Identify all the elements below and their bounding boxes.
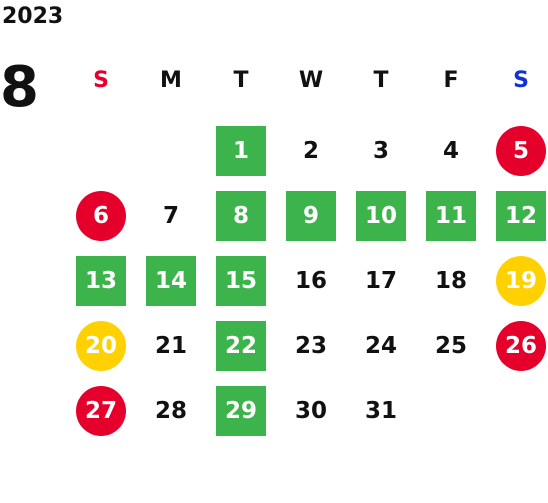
day-cell-26[interactable]: 26 xyxy=(496,321,546,371)
weekday-header-sat: S xyxy=(513,68,529,93)
day-cell-6[interactable]: 6 xyxy=(76,191,126,241)
weekday-header-mon: M xyxy=(160,68,182,93)
weekday-header-thu: T xyxy=(373,68,389,93)
month-number: 8 xyxy=(0,55,39,120)
day-cell-11[interactable]: 11 xyxy=(426,191,476,241)
day-cell-24[interactable]: 24 xyxy=(364,333,397,359)
day-cell-8[interactable]: 8 xyxy=(216,191,266,241)
day-cell-3[interactable]: 3 xyxy=(372,138,389,164)
day-cell-23[interactable]: 23 xyxy=(294,333,327,359)
day-cell-19[interactable]: 19 xyxy=(496,256,546,306)
weekday-header-wed: W xyxy=(298,68,324,93)
weekday-header-fri: F xyxy=(443,68,459,93)
day-cell-2[interactable]: 2 xyxy=(302,138,319,164)
day-cell-15[interactable]: 15 xyxy=(216,256,266,306)
day-cell-30[interactable]: 30 xyxy=(294,398,327,424)
day-cell-28[interactable]: 28 xyxy=(154,398,187,424)
day-cell-22[interactable]: 22 xyxy=(216,321,266,371)
day-cell-7[interactable]: 7 xyxy=(162,203,179,229)
day-cell-4[interactable]: 4 xyxy=(442,138,459,164)
day-cell-14[interactable]: 14 xyxy=(146,256,196,306)
day-cell-10[interactable]: 10 xyxy=(356,191,406,241)
day-cell-16[interactable]: 16 xyxy=(294,268,327,294)
day-cell-9[interactable]: 9 xyxy=(286,191,336,241)
day-cell-1[interactable]: 1 xyxy=(216,126,266,176)
day-cell-17[interactable]: 17 xyxy=(364,268,397,294)
day-cell-29[interactable]: 29 xyxy=(216,386,266,436)
day-cell-20[interactable]: 20 xyxy=(76,321,126,371)
day-cell-27[interactable]: 27 xyxy=(76,386,126,436)
day-cell-18[interactable]: 18 xyxy=(434,268,467,294)
day-cell-5[interactable]: 5 xyxy=(496,126,546,176)
day-cell-12[interactable]: 12 xyxy=(496,191,546,241)
weekday-header-tue: T xyxy=(233,68,249,93)
day-cell-25[interactable]: 25 xyxy=(434,333,467,359)
day-cell-13[interactable]: 13 xyxy=(76,256,126,306)
day-cell-31[interactable]: 31 xyxy=(364,398,397,424)
year-label: 2023 xyxy=(2,4,64,29)
weekday-header-sun: S xyxy=(93,68,109,93)
day-cell-21[interactable]: 21 xyxy=(154,333,187,359)
